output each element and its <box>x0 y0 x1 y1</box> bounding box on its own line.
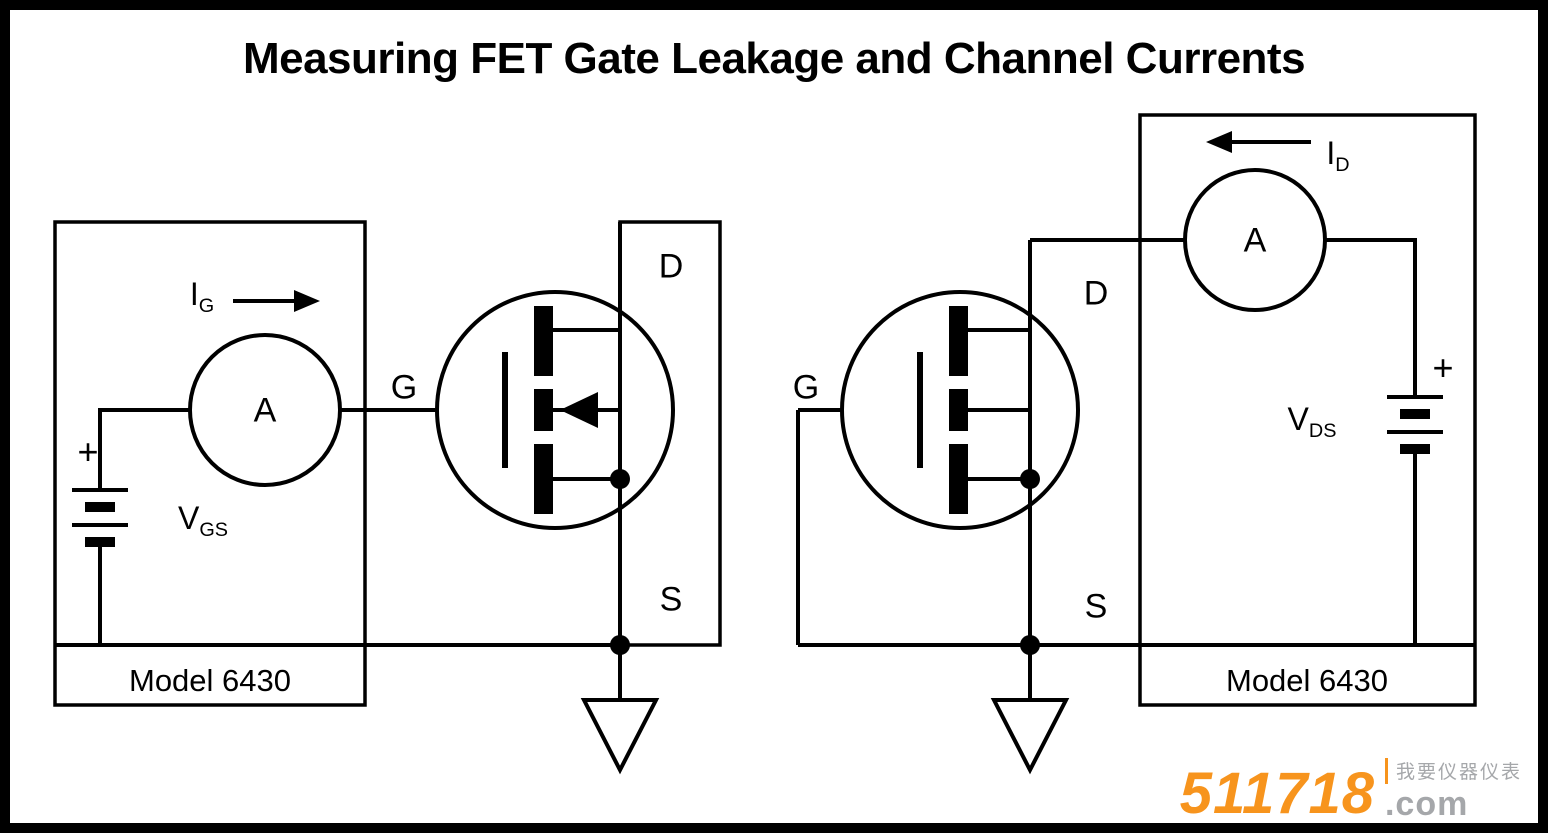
left-source-terminal-label: S <box>659 580 683 619</box>
right-source-terminal-label: S <box>1084 587 1108 626</box>
voltage-symbol: V <box>1287 400 1309 437</box>
left-mosfet <box>435 222 675 645</box>
source-body-junction-dot <box>1020 469 1040 489</box>
right-source-junction-dot <box>1020 635 1040 655</box>
right-ground <box>990 698 1070 775</box>
right-ammeter-label: A <box>1243 221 1267 260</box>
watermark: 511718 我要仪器仪表 .com <box>1179 757 1522 826</box>
right-voltage-label: VDS <box>1288 401 1337 443</box>
battery-plate-short <box>1400 444 1430 454</box>
channel-bar-source <box>949 444 968 514</box>
wire <box>98 408 190 490</box>
battery-plate-short <box>1400 409 1430 419</box>
right-gate-terminal-label: G <box>792 368 820 407</box>
right-current-label: ID <box>1326 135 1349 177</box>
right-drain-terminal-label: D <box>1083 274 1109 313</box>
battery-plate-short <box>85 537 115 547</box>
voltage-subscript: GS <box>199 519 228 542</box>
current-subscript: G <box>198 295 215 318</box>
right-smu-box <box>1138 113 1477 707</box>
current-symbol: I <box>1326 134 1336 171</box>
channel-bar-body <box>949 389 968 431</box>
drain-current-arrow <box>1206 131 1311 153</box>
left-gate-terminal-label: G <box>390 368 418 407</box>
left-voltage-label: VGS <box>178 500 228 542</box>
right-mosfet <box>840 240 1080 700</box>
left-battery <box>72 408 190 645</box>
body-arrow <box>560 392 598 428</box>
page-title: Measuring FET Gate Leakage and Channel C… <box>242 34 1306 83</box>
right-battery <box>1387 395 1443 645</box>
left-smu-box <box>53 220 367 707</box>
left-current-label: IG <box>190 276 214 318</box>
watermark-brand: 511718 <box>1179 760 1375 826</box>
left-ground <box>580 645 660 775</box>
left-battery-plus: + <box>77 431 99 472</box>
channel-bar-source <box>534 444 553 514</box>
watermark-domain: .com <box>1384 785 1469 823</box>
watermark-tagline: 我要仪器仪表 <box>1395 762 1522 783</box>
source-body-junction-dot <box>610 469 630 489</box>
battery-plate-short <box>85 502 115 512</box>
voltage-symbol: V <box>178 499 200 536</box>
watermark-divider <box>1384 757 1388 784</box>
right-instrument-label: Model 6430 <box>1225 663 1389 698</box>
watermark-right-block: 我要仪器仪表 .com <box>1384 757 1522 823</box>
left-instrument-label: Model 6430 <box>128 663 292 698</box>
channel-bar-drain <box>534 306 553 376</box>
wire <box>1325 238 1417 396</box>
channel-bar-drain <box>949 306 968 376</box>
current-symbol: I <box>189 275 199 312</box>
gate-current-arrow <box>233 290 320 312</box>
channel-bar-body <box>534 389 553 431</box>
current-subscript: D <box>1335 154 1350 177</box>
right-battery-plus: + <box>1432 347 1454 388</box>
left-ammeter-label: A <box>253 391 277 430</box>
left-drain-terminal-label: D <box>658 247 684 286</box>
voltage-subscript: DS <box>1308 420 1337 443</box>
